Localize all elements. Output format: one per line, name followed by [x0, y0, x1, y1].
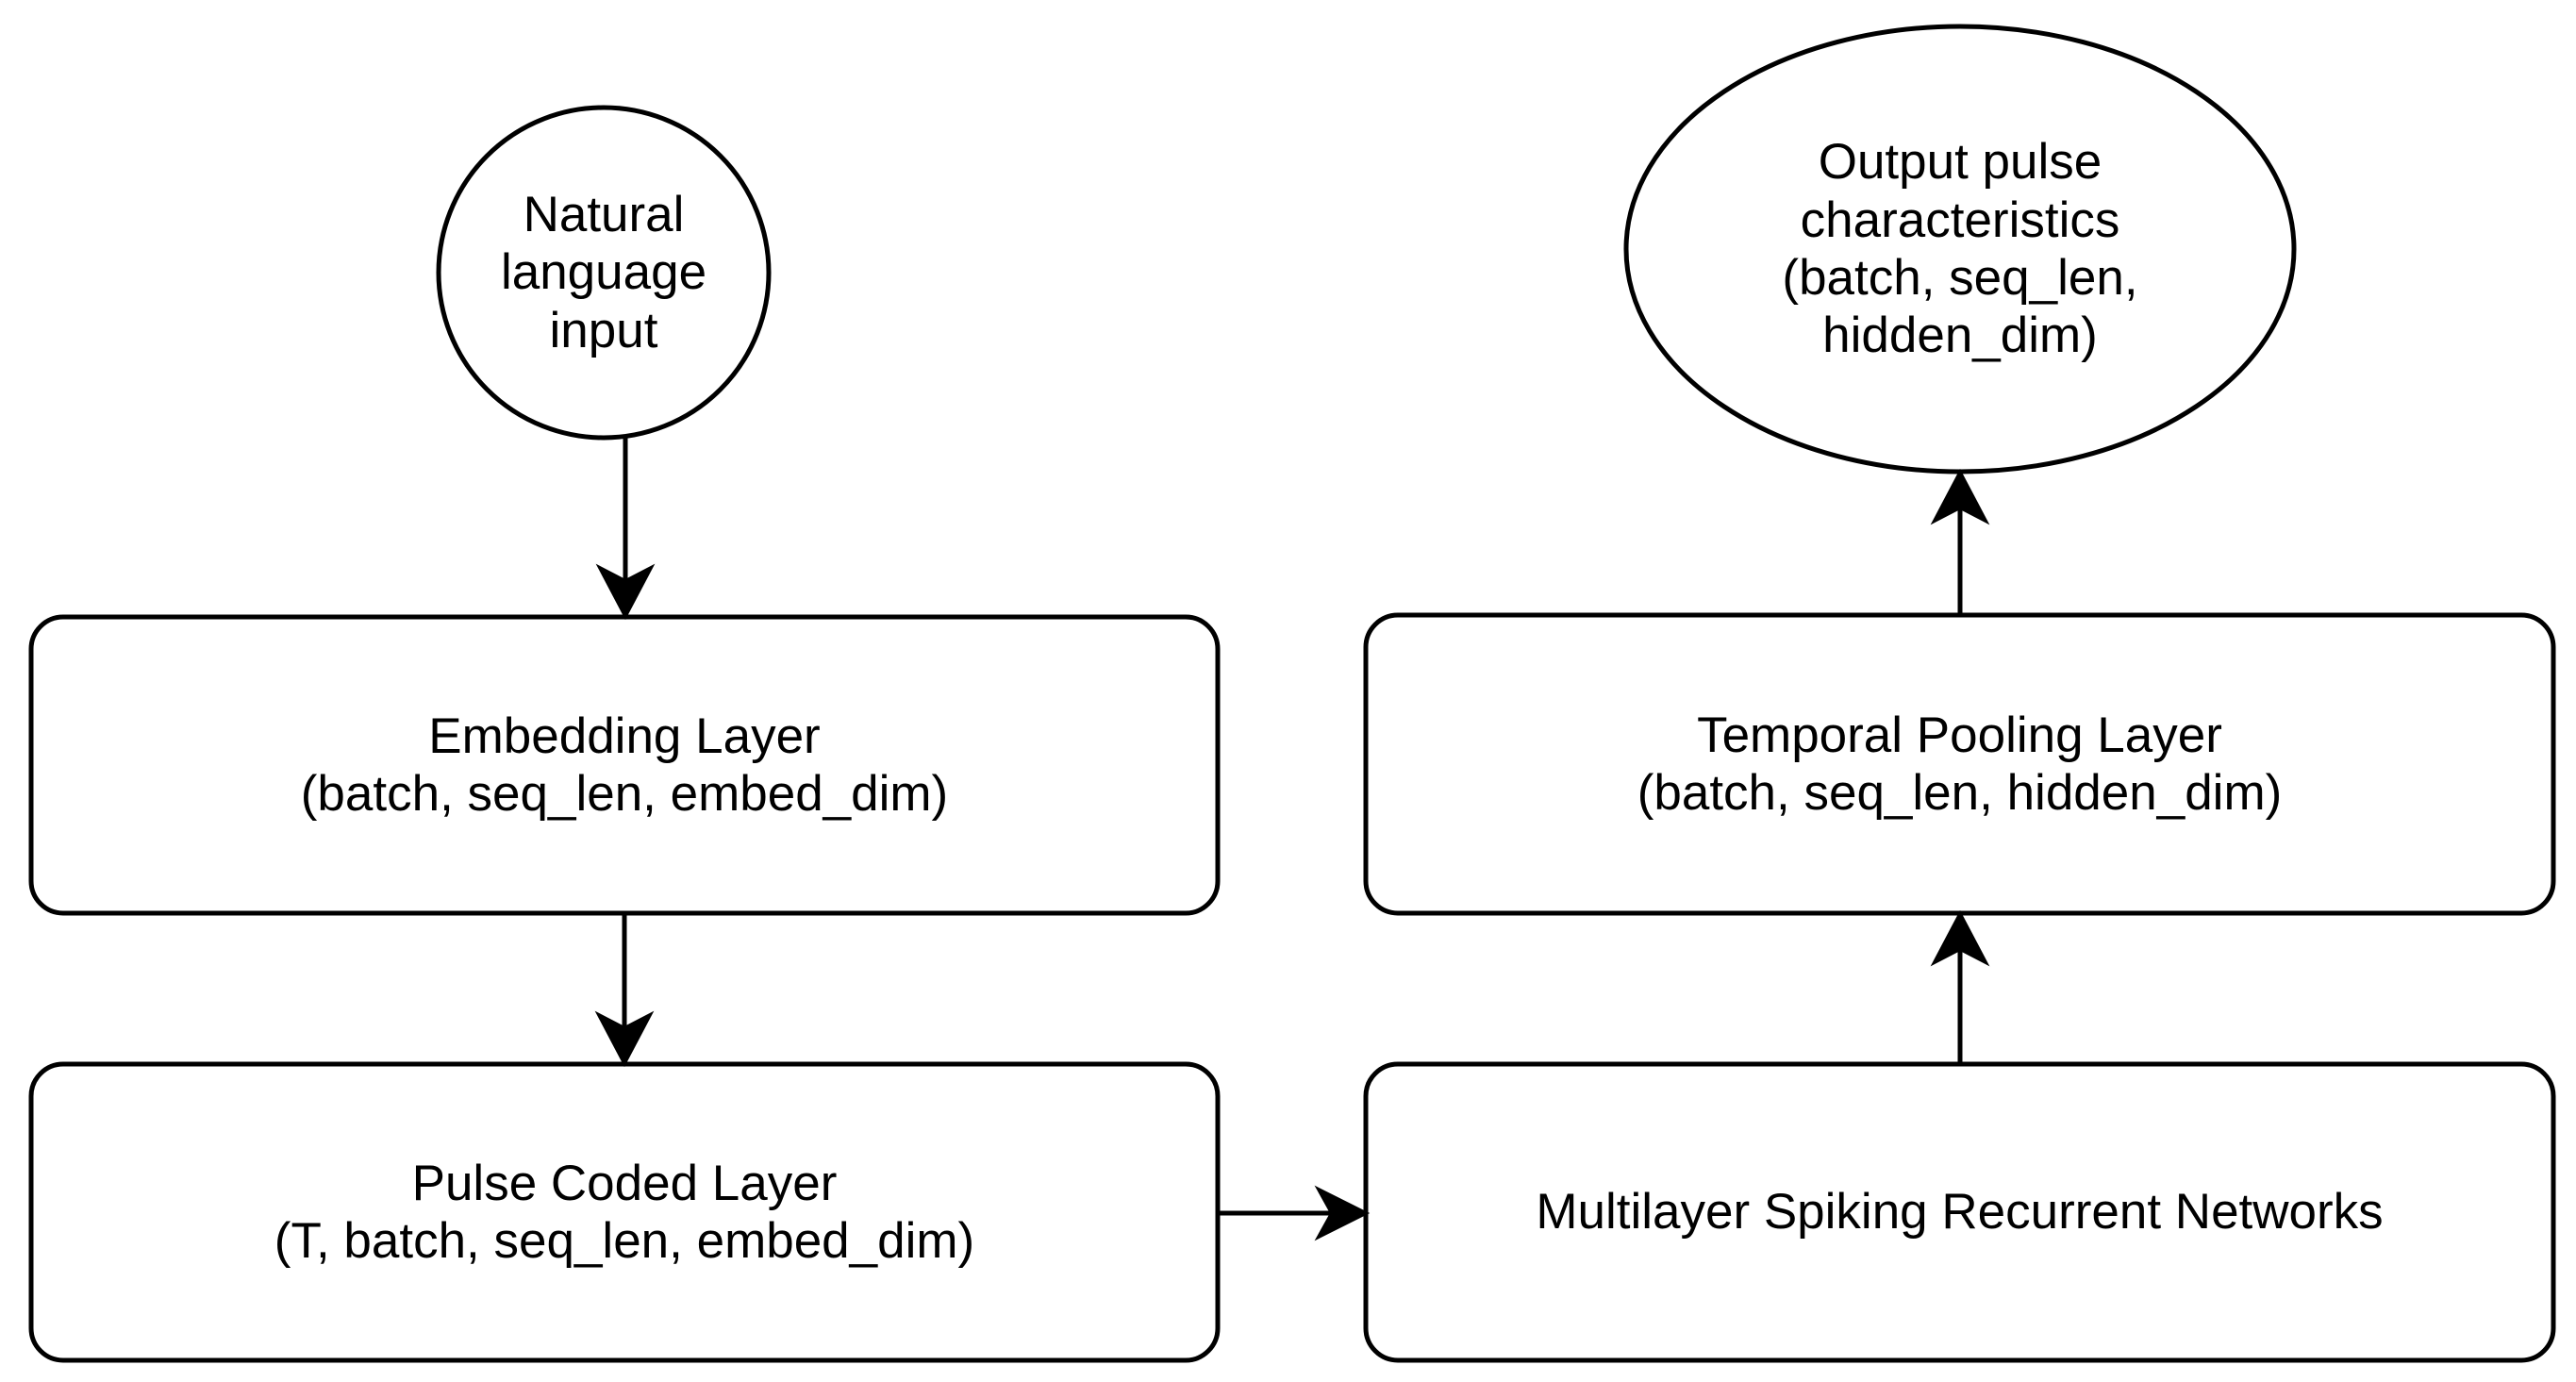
edge-embedding-to-pulse — [594, 913, 655, 1068]
node-output-pulse-characteristics[interactable] — [1623, 24, 2297, 475]
node-natural-language-input[interactable] — [436, 105, 772, 441]
node-temporal-pooling-layer[interactable] — [1363, 612, 2556, 916]
edge-input-to-embedding — [595, 437, 656, 621]
edge-msrn-to-pooling — [1930, 909, 1990, 1064]
edge-pooling-to-output — [1930, 468, 1990, 615]
node-multilayer-spiking-recurrent-networks[interactable] — [1363, 1061, 2556, 1363]
node-pulse-coded-layer[interactable] — [28, 1061, 1221, 1363]
node-embedding-layer[interactable] — [28, 614, 1221, 916]
edge-pulse-to-msrn — [1218, 1185, 1371, 1241]
